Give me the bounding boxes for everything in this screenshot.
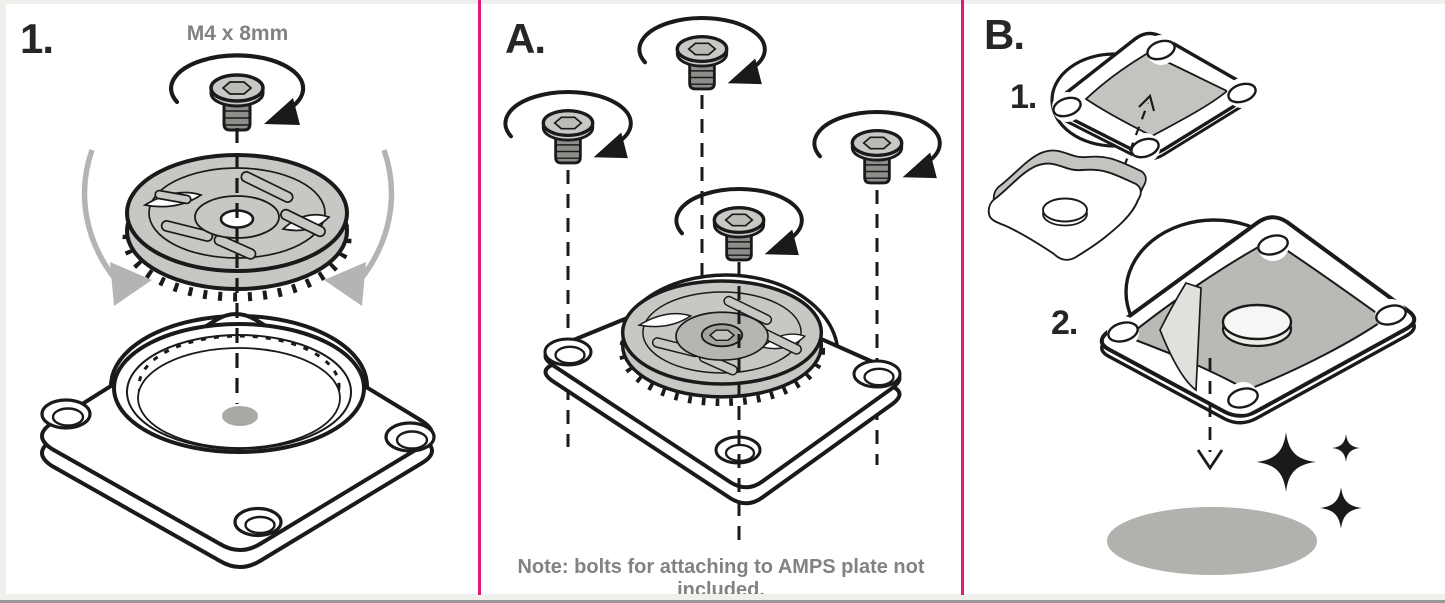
- bolt-icon: [503, 90, 633, 165]
- substep-2-label: 2.: [1051, 304, 1078, 342]
- amps-base-plate: [40, 312, 436, 569]
- plate-corner-hole: [384, 421, 436, 453]
- step-letter-label: B.: [984, 11, 1025, 58]
- frame-edge-top: [0, 0, 1445, 4]
- rotate-dial-arrow-left: [81, 149, 152, 306]
- amps-plate-assembled: [543, 273, 902, 506]
- panel-step-a: A. Note: bolts for attaching to AMPS pla…: [481, 0, 961, 603]
- adhesive-mounting-illustration: [987, 31, 1417, 575]
- substep-1-label: 1.: [1010, 78, 1037, 116]
- step-letter-label: A.: [505, 15, 546, 62]
- panel-divider: [478, 0, 481, 595]
- plate-corner-hole: [233, 506, 283, 538]
- plate-with-adhesive: [1099, 215, 1417, 425]
- panel-divider: [961, 0, 964, 595]
- screw-size-label: M4 x 8mm: [186, 22, 289, 45]
- plate-corner-hole: [1052, 39, 1257, 159]
- peeled-liner-corner: [1159, 281, 1202, 392]
- panel-step-1: 1. M4 x 8mm: [0, 0, 478, 603]
- plate-corner-hole: [1107, 234, 1407, 409]
- bolts-into-plate-illustration: [503, 16, 942, 545]
- bolt-icon: [171, 55, 303, 130]
- plate-corner-hole: [543, 337, 593, 367]
- thumbwheel-dial: [122, 153, 352, 302]
- plate-underside: [1050, 31, 1257, 168]
- mounting-surface: [1107, 507, 1317, 575]
- thumbwheel-dial-mounted: [618, 279, 826, 407]
- press-down-arrow: [1196, 358, 1224, 471]
- bolt-icon: [812, 110, 942, 185]
- panel-step-b: B. 1. 2.: [964, 0, 1445, 603]
- plate-corner-hole: [40, 398, 92, 430]
- frame-edge-left: [0, 0, 6, 603]
- center-boss: [1221, 303, 1293, 348]
- plate-corner-hole: [852, 359, 902, 389]
- exploded-view-illustration: [40, 0, 436, 569]
- adhesive-pad: [987, 149, 1147, 261]
- frame-edge-bottom: [0, 594, 1445, 600]
- rotate-dial-arrow-right: [324, 149, 395, 306]
- bolt-icon: [637, 16, 767, 91]
- attach-pad-arrow: [1122, 93, 1156, 168]
- center-mark: [222, 406, 258, 426]
- frame-bottom-line: [0, 600, 1445, 603]
- bolt-icon: [674, 187, 804, 262]
- alignment-dashed-lines: [566, 95, 879, 465]
- step-number-label: 1.: [20, 15, 54, 62]
